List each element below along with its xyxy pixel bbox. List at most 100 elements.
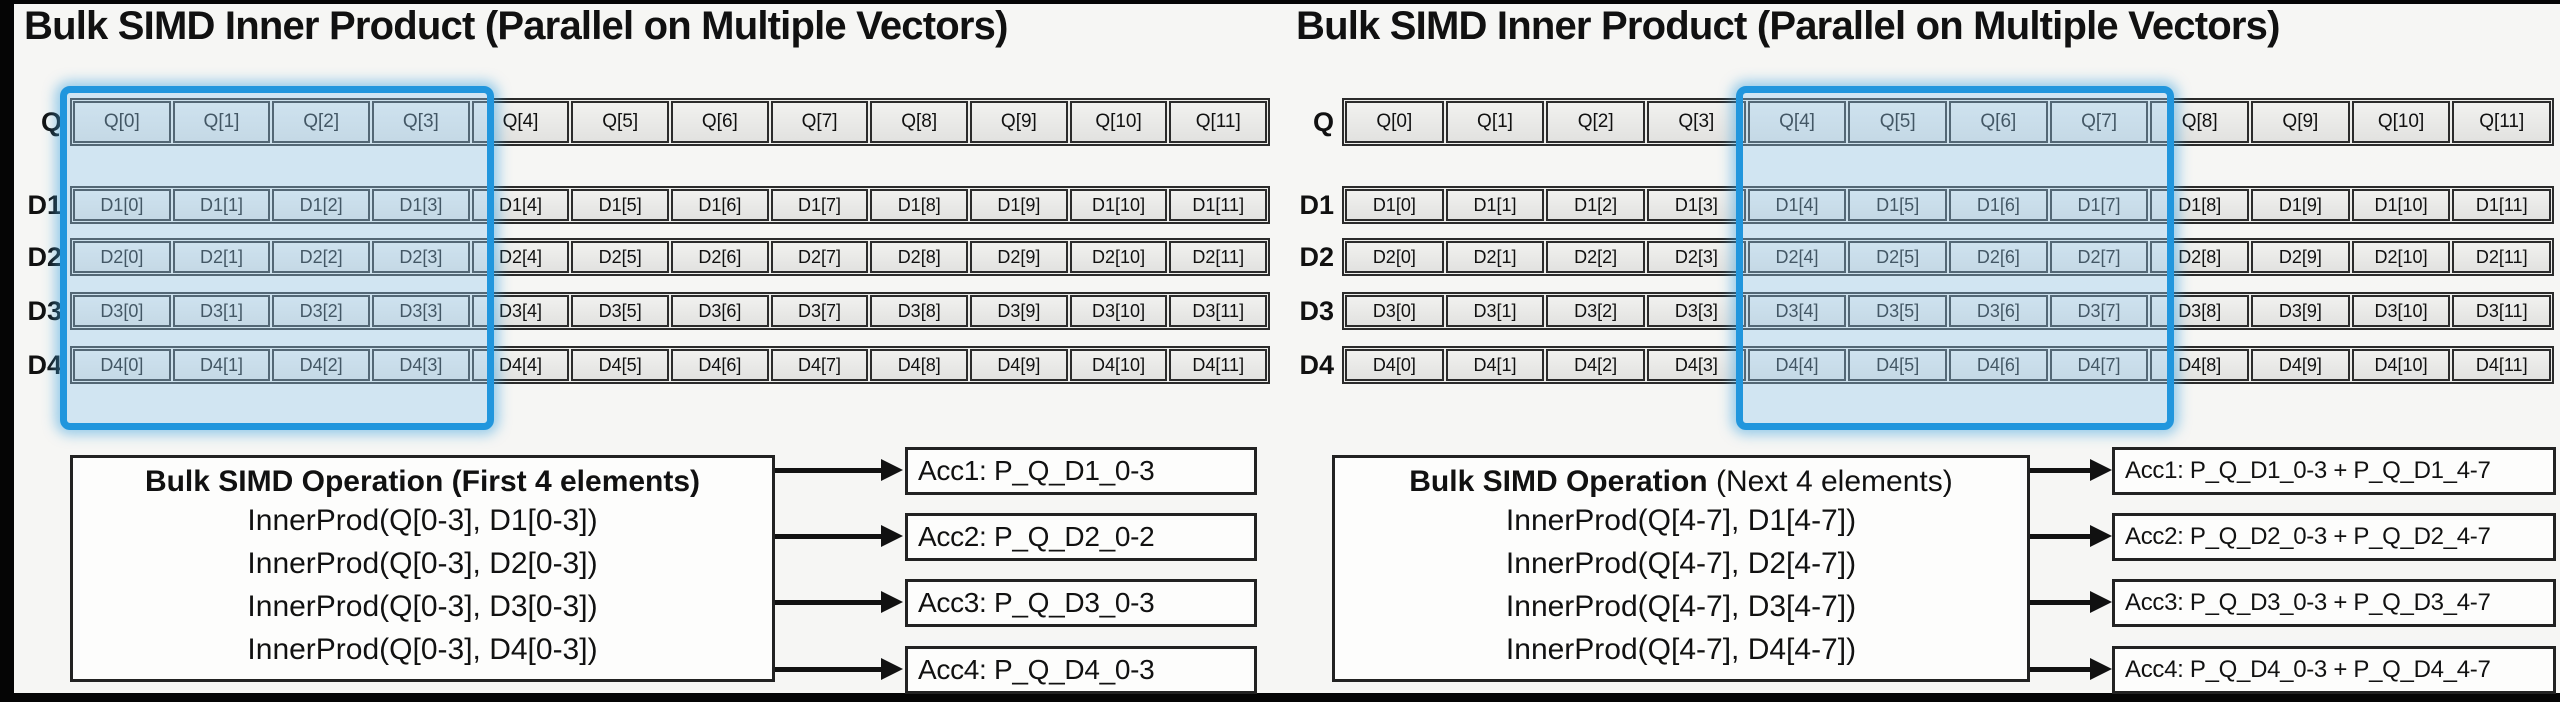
vector-row-d3: D3[0]D3[1]D3[2]D3[3]D3[4]D3[5]D3[6]D3[7]… bbox=[70, 292, 1270, 330]
cell-d4-3: D4[3] bbox=[1647, 349, 1746, 381]
row-label-d2: D2 bbox=[27, 242, 62, 272]
cell-d3-6: D3[6] bbox=[671, 295, 769, 327]
cell-d1-1: D1[1] bbox=[172, 189, 271, 221]
cell-d1-11: D1[11] bbox=[2452, 189, 2552, 221]
cell-d3-5: D3[5] bbox=[571, 295, 670, 327]
row-label-d2: D2 bbox=[1299, 242, 1334, 272]
cell-d4-4: D4[4] bbox=[1747, 349, 1847, 381]
cell-d2-3: D2[3] bbox=[372, 241, 470, 273]
arrow-to-acc-1 bbox=[2030, 459, 2112, 481]
cell-d1-6: D1[6] bbox=[671, 189, 769, 221]
cell-d3-9: D3[9] bbox=[970, 295, 1068, 327]
cell-d2-4: D2[4] bbox=[1747, 241, 1847, 273]
cell-d1-4: D1[4] bbox=[1747, 189, 1847, 221]
arrow-to-acc-3 bbox=[775, 591, 903, 613]
cell-d4-7: D4[7] bbox=[2049, 349, 2149, 381]
cell-d4-5: D4[5] bbox=[571, 349, 670, 381]
cell-d3-10: D3[10] bbox=[2351, 295, 2451, 327]
arrow-to-acc-2 bbox=[2030, 525, 2112, 547]
innerprod-line-2: InnerProd(Q[4-7], D2[4-7]) bbox=[1505, 547, 1857, 580]
cell-d2-8: D2[8] bbox=[870, 241, 969, 273]
cell-q-3: Q[3] bbox=[1647, 101, 1746, 143]
cell-d2-7: D2[7] bbox=[2049, 241, 2149, 273]
vector-row-d1: D1[0]D1[1]D1[2]D1[3]D1[4]D1[5]D1[6]D1[7]… bbox=[70, 186, 1270, 224]
row-label-d4: D4 bbox=[1299, 350, 1334, 380]
operation-lines: InnerProd(Q[4-7], D1[4-7]) InnerProd(Q[4-… bbox=[1335, 499, 2027, 671]
row-label-d1: D1 bbox=[1299, 190, 1334, 220]
cell-q-10: Q[10] bbox=[2351, 101, 2451, 143]
cell-d2-5: D2[5] bbox=[1848, 241, 1948, 273]
left-edge-bar bbox=[0, 0, 14, 702]
cell-d4-4: D4[4] bbox=[471, 349, 570, 381]
cell-d1-10: D1[10] bbox=[1069, 189, 1168, 221]
cell-d3-7: D3[7] bbox=[770, 295, 869, 327]
innerprod-line-4: InnerProd(Q[0-3], D4[0-3]) bbox=[247, 633, 598, 666]
cell-d3-1: D3[1] bbox=[172, 295, 271, 327]
cell-d3-1: D3[1] bbox=[1445, 295, 1545, 327]
cell-d1-0: D1[0] bbox=[73, 189, 171, 221]
cell-d1-7: D1[7] bbox=[770, 189, 869, 221]
cell-d4-2: D4[2] bbox=[272, 349, 371, 381]
row-label-d3: D3 bbox=[1299, 296, 1334, 326]
cell-q-9: Q[9] bbox=[970, 101, 1068, 143]
cell-d1-9: D1[9] bbox=[970, 189, 1068, 221]
cell-d2-10: D2[10] bbox=[1069, 241, 1168, 273]
innerprod-line-2: InnerProd(Q[0-3], D2[0-3]) bbox=[247, 547, 598, 580]
cell-d2-1: D2[1] bbox=[1445, 241, 1545, 273]
cell-d1-8: D1[8] bbox=[870, 189, 969, 221]
right-diagram: Bulk SIMD Inner Product (Parallel on Mul… bbox=[1286, 4, 2560, 694]
row-label-q: Q bbox=[1312, 107, 1334, 137]
cell-q-7: Q[7] bbox=[2049, 101, 2149, 143]
arrow-to-acc-3 bbox=[2030, 591, 2112, 613]
cell-q-5: Q[5] bbox=[1848, 101, 1948, 143]
accumulator-box-4: Acc4: P_Q_D4_0-3 bbox=[905, 646, 1257, 694]
cell-q-3: Q[3] bbox=[372, 101, 470, 143]
operation-heading: Bulk SIMD Operation (Next 4 elements) bbox=[1335, 465, 2027, 499]
arrow-to-acc-4 bbox=[775, 658, 903, 680]
cell-d2-4: D2[4] bbox=[471, 241, 570, 273]
vector-row-d1: D1[0]D1[1]D1[2]D1[3]D1[4]D1[5]D1[6]D1[7]… bbox=[1342, 186, 2554, 224]
cell-d2-9: D2[9] bbox=[2251, 241, 2350, 273]
cell-d2-11: D2[11] bbox=[1169, 241, 1268, 273]
operation-heading-bold: Bulk SIMD Operation bbox=[144, 465, 444, 498]
cell-d4-11: D4[11] bbox=[1169, 349, 1268, 381]
cell-d1-8: D1[8] bbox=[2150, 189, 2250, 221]
cell-d2-2: D2[2] bbox=[272, 241, 371, 273]
vector-row-d4: D4[0]D4[1]D4[2]D4[3]D4[4]D4[5]D4[6]D4[7]… bbox=[1342, 346, 2554, 384]
accumulator-box-4: Acc4: P_Q_D4_0-3 + P_Q_D4_4-7 bbox=[2112, 646, 2556, 694]
cell-d4-11: D4[11] bbox=[2452, 349, 2552, 381]
cell-d1-10: D1[10] bbox=[2351, 189, 2451, 221]
cell-d4-6: D4[6] bbox=[1949, 349, 2048, 381]
cell-d2-3: D2[3] bbox=[1647, 241, 1746, 273]
accumulator-box-2: Acc2: P_Q_D2_0-2 bbox=[905, 513, 1257, 561]
cell-d4-8: D4[8] bbox=[870, 349, 969, 381]
cell-d4-1: D4[1] bbox=[172, 349, 271, 381]
cell-d4-3: D4[3] bbox=[372, 349, 470, 381]
innerprod-line-3: InnerProd(Q[4-7], D3[4-7]) bbox=[1505, 590, 1857, 623]
cell-d3-2: D3[2] bbox=[1546, 295, 1646, 327]
cell-q-8: Q[8] bbox=[870, 101, 969, 143]
cell-d4-5: D4[5] bbox=[1848, 349, 1948, 381]
cell-q-10: Q[10] bbox=[1069, 101, 1168, 143]
cell-q-2: Q[2] bbox=[1546, 101, 1646, 143]
cell-q-1: Q[1] bbox=[172, 101, 271, 143]
vector-row-d3: D3[0]D3[1]D3[2]D3[3]D3[4]D3[5]D3[6]D3[7]… bbox=[1342, 292, 2554, 330]
cell-d1-0: D1[0] bbox=[1345, 189, 1444, 221]
cell-d1-1: D1[1] bbox=[1445, 189, 1545, 221]
cell-d3-8: D3[8] bbox=[2150, 295, 2250, 327]
arrow-to-acc-4 bbox=[2030, 658, 2112, 680]
left-diagram: Bulk SIMD Inner Product (Parallel on Mul… bbox=[14, 4, 1276, 694]
arrow-to-acc-1 bbox=[775, 459, 903, 481]
cell-q-8: Q[8] bbox=[2150, 101, 2250, 143]
innerprod-line-1: InnerProd(Q[4-7], D1[4-7]) bbox=[1505, 504, 1857, 537]
cell-d4-8: D4[8] bbox=[2150, 349, 2250, 381]
cell-q-1: Q[1] bbox=[1445, 101, 1545, 143]
cell-d3-8: D3[8] bbox=[870, 295, 969, 327]
cell-d1-3: D1[3] bbox=[372, 189, 470, 221]
top-edge-bar bbox=[0, 0, 2560, 4]
operation-box-right: Bulk SIMD Operation (Next 4 elements) In… bbox=[1332, 455, 2030, 682]
cell-q-0: Q[0] bbox=[73, 101, 171, 143]
cell-d1-2: D1[2] bbox=[1546, 189, 1646, 221]
operation-heading-bold: Bulk SIMD Operation bbox=[1409, 465, 1708, 498]
